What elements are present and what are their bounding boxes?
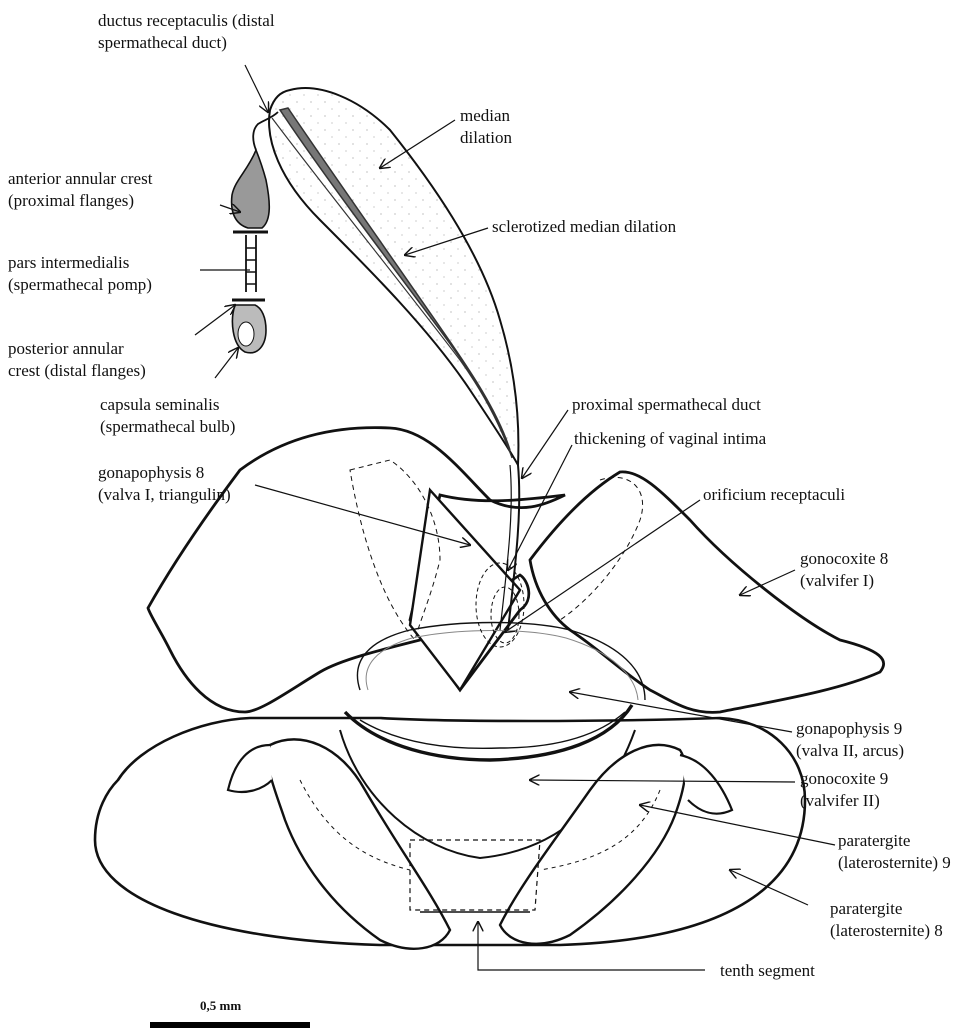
leader-ductus-receptaculis bbox=[245, 65, 268, 112]
label-orificium-receptaculi: orificium receptaculi bbox=[703, 484, 845, 506]
paratergite-8-plate bbox=[95, 718, 805, 945]
label-proximal-spermathecal-duct: proximal spermathecal duct bbox=[572, 394, 761, 416]
label-thickening-vaginal-intima: thickening of vaginal intima bbox=[574, 428, 766, 450]
gonapophysis-8-valva bbox=[410, 490, 520, 690]
leader-proximal-spermathecal-duct bbox=[522, 410, 568, 478]
label-gonocoxite-9: gonocoxite 9 (valvifer II) bbox=[800, 768, 888, 812]
label-pars-intermedialis: pars intermedialis (spermathecal pomp) bbox=[8, 252, 152, 296]
leader-capsula-seminalis bbox=[215, 348, 238, 378]
leader-posterior-annular-crest bbox=[195, 305, 235, 335]
label-paratergite-8: paratergite (laterosternite) 8 bbox=[830, 898, 943, 942]
label-gonapophysis-9: gonapophysis 9 (valva II, arcus) bbox=[796, 718, 904, 762]
scale-label: 0,5 mm bbox=[200, 998, 241, 1014]
label-ductus-receptaculis: ductus receptaculis (distal spermathecal… bbox=[98, 10, 275, 54]
label-anterior-annular-crest: anterior annular crest (proximal flanges… bbox=[8, 168, 152, 212]
pars-intermedialis-rings bbox=[246, 248, 256, 284]
label-posterior-annular-crest: posterior annular crest (distal flanges) bbox=[8, 338, 146, 382]
label-gonapophysis-8: gonapophysis 8 (valva I, triangulin) bbox=[98, 462, 231, 506]
label-tenth-segment: tenth segment bbox=[720, 960, 815, 982]
label-paratergite-9: paratergite (laterosternite) 9 bbox=[838, 830, 951, 874]
label-sclerotized-median-dilation: sclerotized median dilation bbox=[492, 216, 676, 238]
label-capsula-seminalis: capsula seminalis (spermathecal bulb) bbox=[100, 394, 235, 438]
label-gonocoxite-8: gonocoxite 8 (valvifer I) bbox=[800, 548, 888, 592]
gonocoxite-8-right bbox=[530, 472, 884, 713]
capsula-seminalis-inner bbox=[238, 322, 254, 346]
anterior-annular-crest bbox=[232, 150, 270, 228]
scale-bar bbox=[150, 1022, 310, 1028]
label-median-dilation: median dilation bbox=[460, 105, 512, 149]
